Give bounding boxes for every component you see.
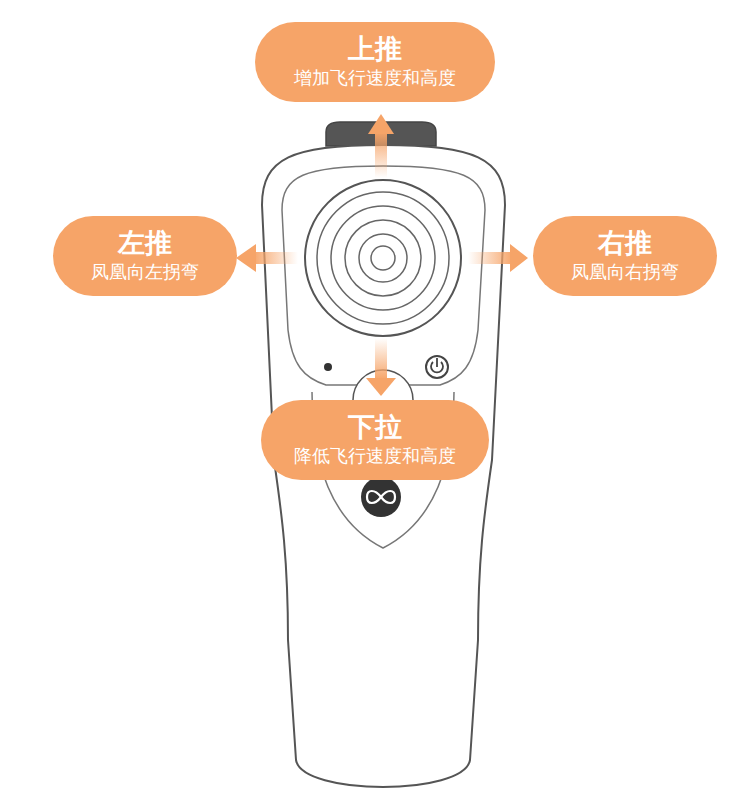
callout-pill: 上推增加飞行速度和高度 xyxy=(255,22,495,102)
callout-pill: 右推凤凰向右拐弯 xyxy=(533,216,717,296)
remote-body xyxy=(262,145,505,787)
callout-heading: 右推 xyxy=(557,226,693,260)
callout-heading: 下拉 xyxy=(285,410,465,444)
callout-pill: 左推凤凰向左拐弯 xyxy=(53,216,237,296)
indicator-light xyxy=(324,363,332,371)
loop-button xyxy=(361,477,401,517)
callout-heading: 左推 xyxy=(77,226,213,260)
down-arrow xyxy=(366,338,396,396)
left-arrow xyxy=(236,244,298,272)
callout-description: 凤凰向右拐弯 xyxy=(557,260,693,284)
callout-heading: 上推 xyxy=(279,32,471,66)
face-outline xyxy=(282,166,485,385)
right-arrow xyxy=(468,244,528,272)
joystick xyxy=(305,180,461,336)
up-arrow xyxy=(368,114,394,178)
callout-description: 降低飞行速度和高度 xyxy=(285,444,465,468)
callout-description: 增加飞行速度和高度 xyxy=(279,66,471,90)
power-button xyxy=(426,356,448,378)
callout-description: 凤凰向左拐弯 xyxy=(77,260,213,284)
callout-pill: 下拉降低飞行速度和高度 xyxy=(261,400,489,480)
